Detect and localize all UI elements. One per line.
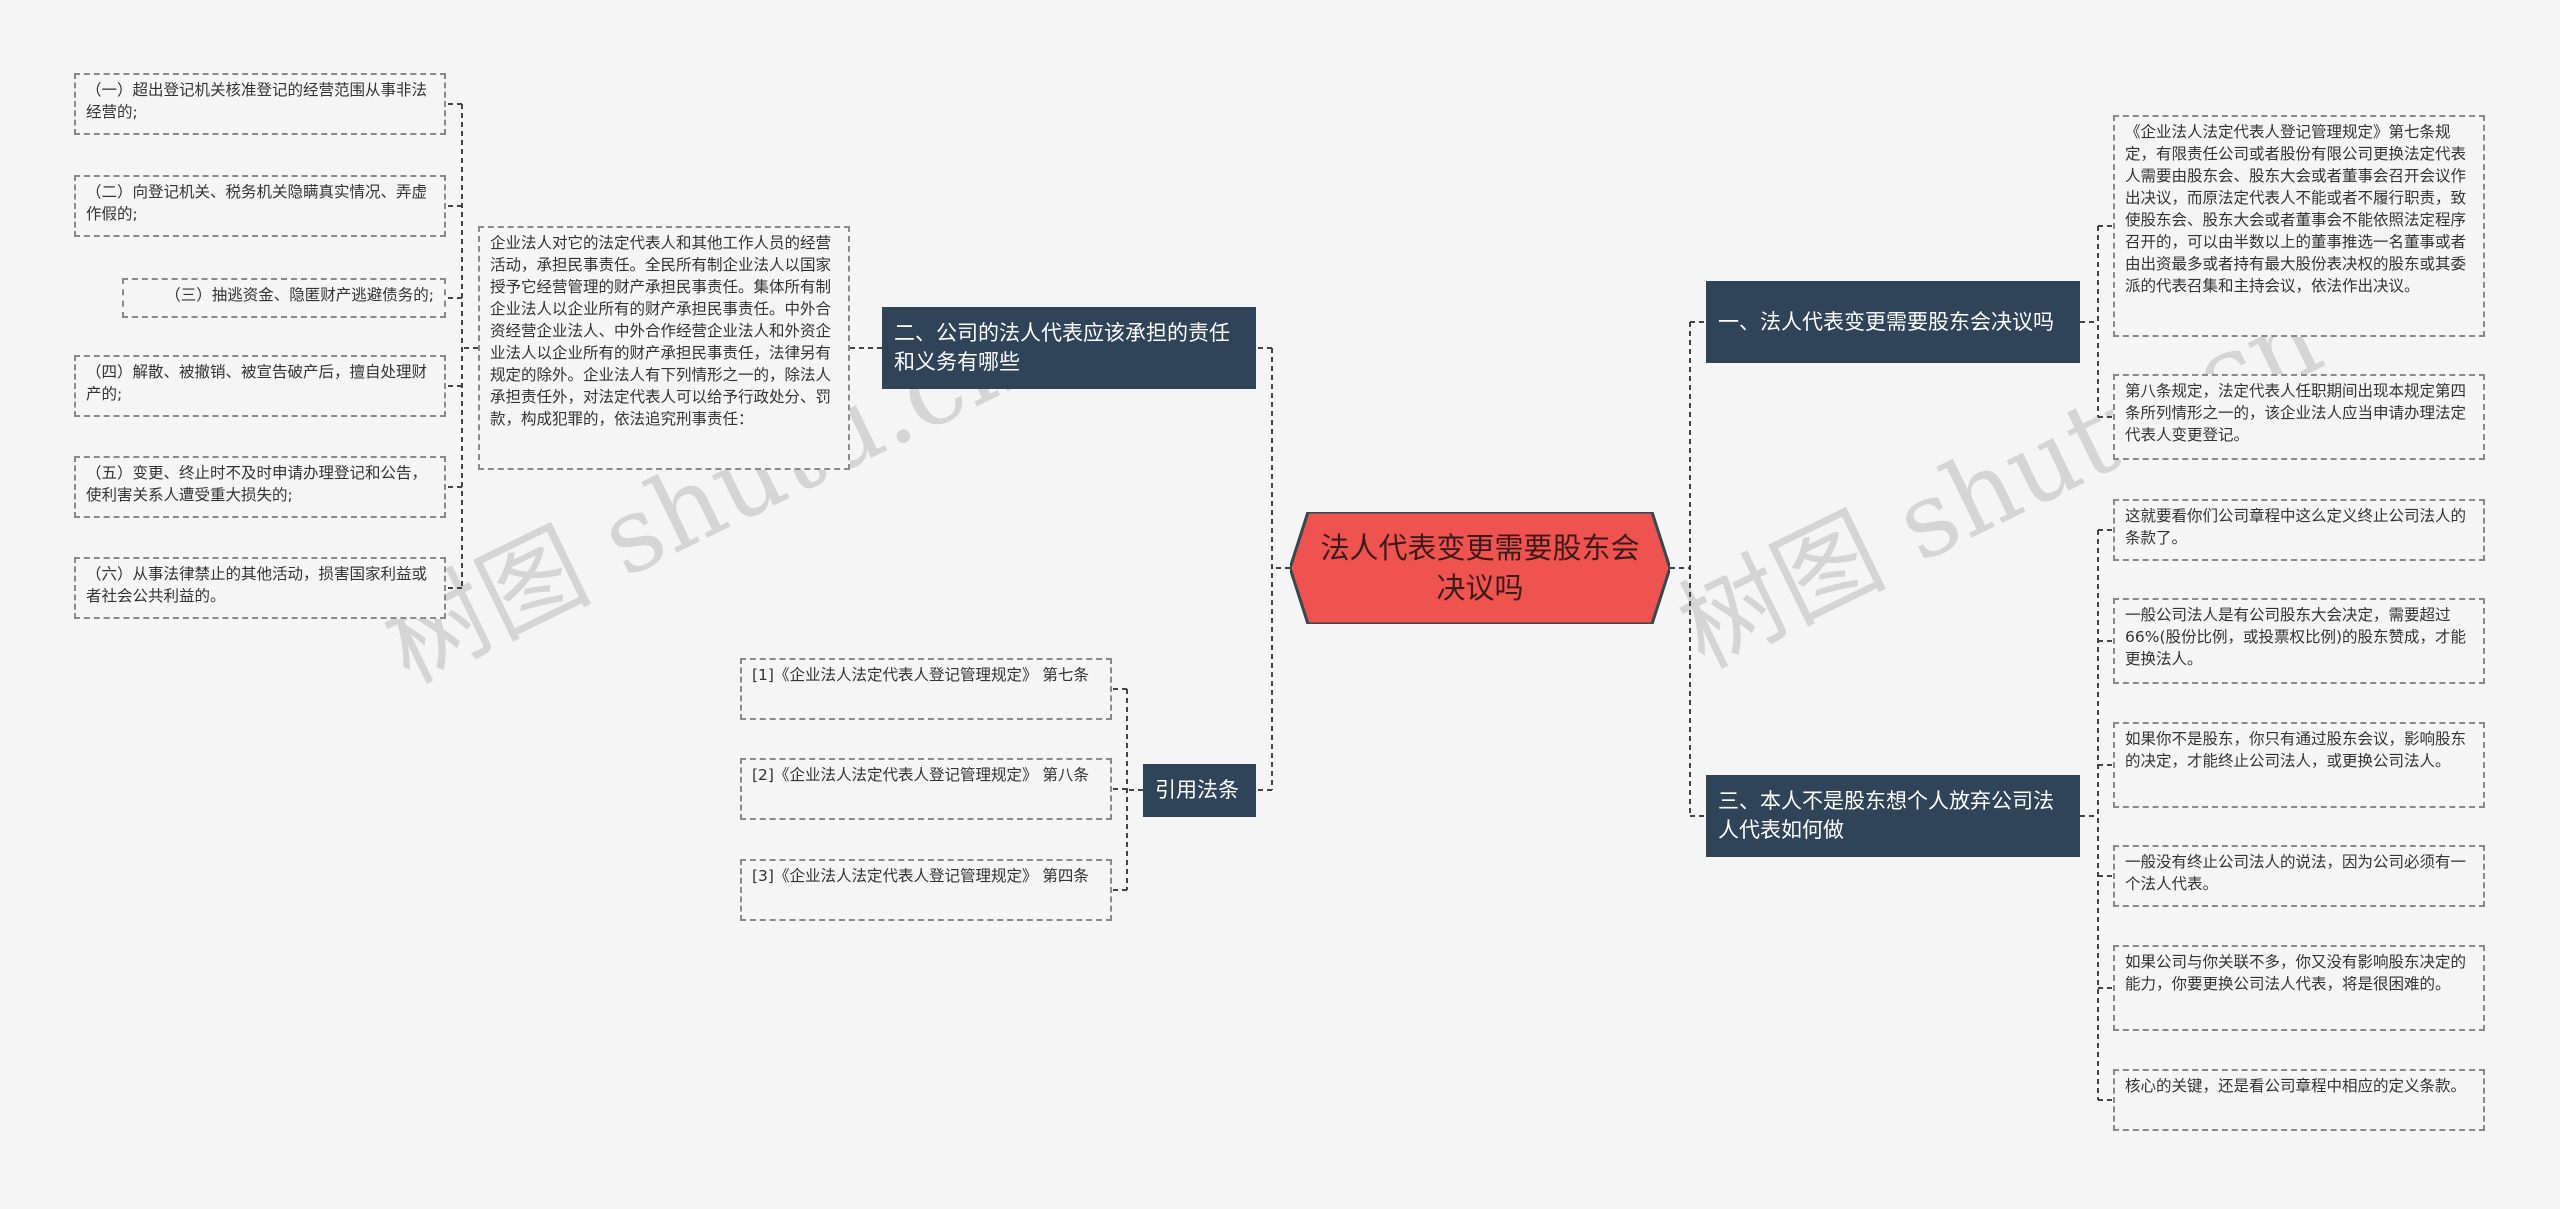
leaf-rule-article-8: 第八条规定，法定代表人任职期间出现本规定第四条所列情形之一的，该企业法人应当申请…	[2113, 374, 2485, 460]
topic-3[interactable]: 三、本人不是股东想个人放弃公司法人代表如何做	[1706, 775, 2080, 857]
leaf-answer-4: 一般没有终止公司法人的说法，因为公司必须有一个法人代表。	[2113, 845, 2485, 907]
topic-2[interactable]: 二、公司的法人代表应该承担的责任和义务有哪些	[882, 307, 1256, 389]
leaf-case-5: （五）变更、终止时不及时申请办理登记和公告，使利害关系人遭受重大损失的;	[74, 456, 446, 518]
leaf-case-4: （四）解散、被撤销、被宣告破产后，擅自处理财产的;	[74, 355, 446, 417]
leaf-answer-2: 一般公司法人是有公司股东大会决定，需要超过66%(股份比例，或投票权比例)的股东…	[2113, 598, 2485, 684]
leaf-case-6: （六）从事法律禁止的其他活动，损害国家利益或者社会公共利益的。	[74, 557, 446, 619]
topic-1-label: 一、法人代表变更需要股东会决议吗	[1718, 309, 2054, 334]
leaf-case-3: （三）抽逃资金、隐匿财产逃避债务的;	[122, 278, 446, 318]
central-topic-label: 法人代表变更需要股东会决议吗	[1320, 531, 1640, 605]
leaf-answer-1: 这就要看你们公司章程中这么定义终止公司法人的条款了。	[2113, 499, 2485, 561]
leaf-answer-6: 核心的关键，还是看公司章程中相应的定义条款。	[2113, 1069, 2485, 1131]
topic-citations-label: 引用法条	[1155, 778, 1239, 802]
leaf-liability-text: 企业法人对它的法定代表人和其他工作人员的经营活动，承担民事责任。全民所有制企业法…	[478, 226, 850, 470]
central-topic-shape	[1290, 512, 1670, 624]
leaf-citation-3: [3]《企业法人法定代表人登记管理规定》 第四条	[740, 859, 1112, 921]
leaf-citation-1: [1]《企业法人法定代表人登记管理规定》 第七条	[740, 658, 1112, 720]
leaf-case-1: （一）超出登记机关核准登记的经营范围从事非法经营的;	[74, 73, 446, 135]
leaf-answer-5: 如果公司与你关联不多，你又没有影响股东决定的能力，你要更换公司法人代表，将是很困…	[2113, 945, 2485, 1031]
leaf-citation-2: [2]《企业法人法定代表人登记管理规定》 第八条	[740, 758, 1112, 820]
leaf-answer-3: 如果你不是股东，你只有通过股东会议，影响股东的决定，才能终止公司法人，或更换公司…	[2113, 722, 2485, 808]
topic-1[interactable]: 一、法人代表变更需要股东会决议吗	[1706, 281, 2080, 363]
central-topic[interactable]: 法人代表变更需要股东会决议吗	[1290, 512, 1670, 624]
topic-3-label: 三、本人不是股东想个人放弃公司法人代表如何做	[1718, 789, 2054, 842]
leaf-case-2: （二）向登记机关、税务机关隐瞒真实情况、弄虚作假的;	[74, 175, 446, 237]
topic-2-label: 二、公司的法人代表应该承担的责任和义务有哪些	[894, 321, 1230, 374]
leaf-rule-article-7: 《企业法人法定代表人登记管理规定》第七条规定，有限责任公司或者股份有限公司更换法…	[2113, 115, 2485, 337]
topic-citations[interactable]: 引用法条	[1143, 764, 1256, 817]
